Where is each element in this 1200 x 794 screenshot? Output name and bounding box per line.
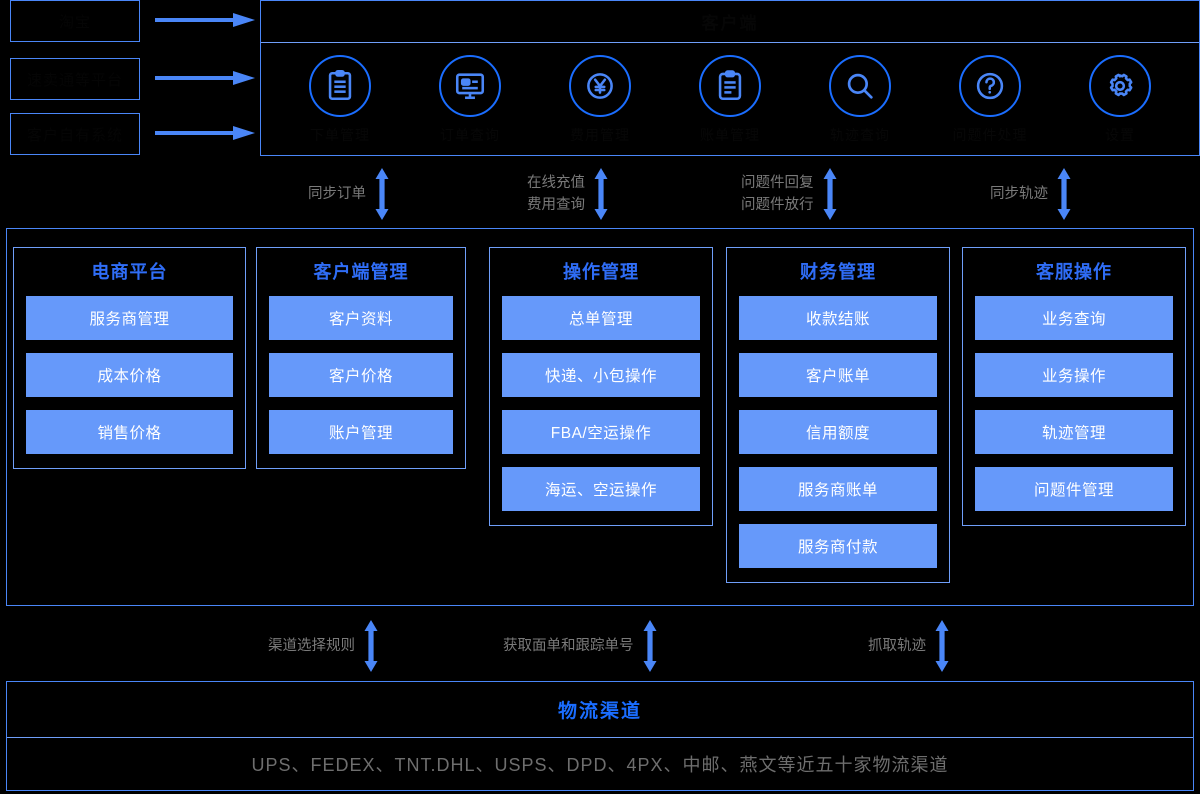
bottom-connector-2-caption: 抓取轨迹	[868, 638, 926, 654]
module-item-2-1[interactable]: 快递、小包操作	[502, 353, 700, 397]
bottom-connector-0-caption: 渠道选择规则	[268, 638, 355, 654]
mid-connector-0-caption: 同步订单	[308, 186, 366, 202]
module-column-client: 客户端管理 客户资料 客户价格 账户管理	[256, 247, 466, 469]
bottom-connector-1-caption: 获取面单和跟踪单号	[503, 638, 634, 654]
erp-main-panel: 电商平台 服务商管理 成本价格 销售价格 客户端管理 客户资料 客户价格 账户管…	[6, 228, 1194, 606]
module-column-service: 客服操作 业务查询 业务操作 轨迹管理 问题件管理	[962, 247, 1186, 526]
module-column-finance: 财务管理 收款结账 客户账单 信用额度 服务商账单 服务商付款	[726, 247, 950, 583]
client-icon-item-1[interactable]: 订单查询	[410, 54, 530, 145]
module-column-ecommerce: 电商平台 服务商管理 成本价格 销售价格	[13, 247, 246, 469]
module-item-1-0[interactable]: 客户资料	[269, 296, 453, 340]
question-icon	[959, 54, 1021, 117]
module-item-2-0[interactable]: 总单管理	[502, 296, 700, 340]
double-vertical-arrow-icon-4	[363, 620, 379, 672]
double-vertical-arrow-icon-3	[1056, 168, 1072, 220]
module-item-3-2[interactable]: 信用额度	[739, 410, 937, 454]
source-box-1[interactable]: 淘宝	[10, 0, 140, 42]
source-box-3-label: 客户自有系统	[26, 126, 123, 144]
double-vertical-arrow-icon-5	[642, 620, 658, 672]
module-column-title-3: 财务管理	[800, 262, 876, 282]
clipboard-icon	[699, 54, 761, 117]
logistics-channel-list: UPS、FEDEX、TNT.DHL、USPS、DPD、4PX、中邮、燕文等近五十…	[251, 755, 949, 775]
module-item-4-1[interactable]: 业务操作	[975, 353, 1173, 397]
module-column-title-2: 操作管理	[563, 262, 639, 282]
module-column-operation: 操作管理 总单管理 快递、小包操作 FBA/空运操作 海运、空运操作	[489, 247, 713, 526]
client-icon-item-4[interactable]: 轨迹查询	[800, 54, 920, 145]
module-item-3-0[interactable]: 收款结账	[739, 296, 937, 340]
source-box-2-label: 速卖通等平台	[26, 71, 123, 89]
client-icon-label-2: 费用管理	[570, 126, 630, 143]
mid-connector-2: 问题件回复 问题件放行	[741, 168, 838, 220]
mid-connector-3: 同步轨迹	[990, 168, 1072, 220]
module-item-4-0[interactable]: 业务查询	[975, 296, 1173, 340]
module-item-3-4[interactable]: 服务商付款	[739, 524, 937, 568]
source-box-3[interactable]: 客户自有系统	[10, 113, 140, 155]
double-vertical-arrow-icon-2	[822, 168, 838, 220]
module-item-4-2[interactable]: 轨迹管理	[975, 410, 1173, 454]
gear-icon	[1089, 54, 1151, 117]
client-panel: 客户端 下单管理	[260, 0, 1200, 156]
module-item-0-0[interactable]: 服务商管理	[26, 296, 233, 340]
bottom-connector-2: 抓取轨迹	[868, 620, 950, 672]
monitor-icon	[439, 54, 501, 117]
yuan-icon	[569, 54, 631, 117]
client-panel-title: 客户端	[261, 1, 1199, 43]
mid-connector-3-caption: 同步轨迹	[990, 186, 1048, 202]
arrow-right-icon-2	[155, 71, 255, 85]
module-column-title-4: 客服操作	[1036, 262, 1112, 282]
double-vertical-arrow-icon-6	[934, 620, 950, 672]
module-column-title-1: 客户端管理	[313, 262, 409, 282]
source-box-2[interactable]: 速卖通等平台	[10, 58, 140, 100]
logistics-channel-title: 物流渠道	[7, 682, 1193, 738]
client-icon-label-6: 设置	[1105, 126, 1135, 143]
double-vertical-arrow-icon-1	[593, 168, 609, 220]
client-icon-item-0[interactable]: 下单管理	[280, 54, 400, 145]
source-box-1-label: 淘宝	[58, 13, 91, 31]
bottom-connector-1: 获取面单和跟踪单号	[503, 620, 658, 672]
mid-connector-1-caption: 在线充值 费用查询	[527, 175, 585, 213]
client-icon-label-3: 账单管理	[700, 126, 760, 143]
module-column-title-0: 电商平台	[91, 262, 168, 282]
search-icon	[829, 54, 891, 117]
module-item-0-1[interactable]: 成本价格	[26, 353, 233, 397]
logistics-channel-panel: 物流渠道 UPS、FEDEX、TNT.DHL、USPS、DPD、4PX、中邮、燕…	[6, 681, 1194, 791]
client-icon-item-3[interactable]: 账单管理	[670, 54, 790, 145]
bottom-connector-0: 渠道选择规则	[268, 620, 379, 672]
arrow-right-icon-3	[155, 126, 255, 140]
document-icon	[309, 54, 371, 117]
module-item-1-1[interactable]: 客户价格	[269, 353, 453, 397]
module-item-3-3[interactable]: 服务商账单	[739, 467, 937, 511]
client-icon-item-5[interactable]: 问题件处理	[930, 54, 1050, 145]
client-icon-label-5: 问题件处理	[952, 126, 1028, 143]
mid-connector-0: 同步订单	[308, 168, 390, 220]
mid-connector-1: 在线充值 费用查询	[527, 168, 609, 220]
module-item-4-3[interactable]: 问题件管理	[975, 467, 1173, 511]
module-item-2-2[interactable]: FBA/空运操作	[502, 410, 700, 454]
client-icon-label-0: 下单管理	[310, 126, 370, 143]
module-item-0-2[interactable]: 销售价格	[26, 410, 233, 454]
mid-connector-2-caption: 问题件回复 问题件放行	[741, 175, 814, 213]
client-icon-label-4: 轨迹查询	[830, 126, 890, 143]
client-icon-item-6[interactable]: 设置	[1060, 54, 1180, 145]
double-vertical-arrow-icon-0	[374, 168, 390, 220]
client-icon-label-1: 订单查询	[440, 126, 500, 143]
client-icon-row: 下单管理 订单查询	[261, 43, 1199, 156]
module-item-2-3[interactable]: 海运、空运操作	[502, 467, 700, 511]
module-item-3-1[interactable]: 客户账单	[739, 353, 937, 397]
arrow-right-icon-1	[155, 13, 255, 27]
module-item-1-2[interactable]: 账户管理	[269, 410, 453, 454]
client-icon-item-2[interactable]: 费用管理	[540, 54, 660, 145]
